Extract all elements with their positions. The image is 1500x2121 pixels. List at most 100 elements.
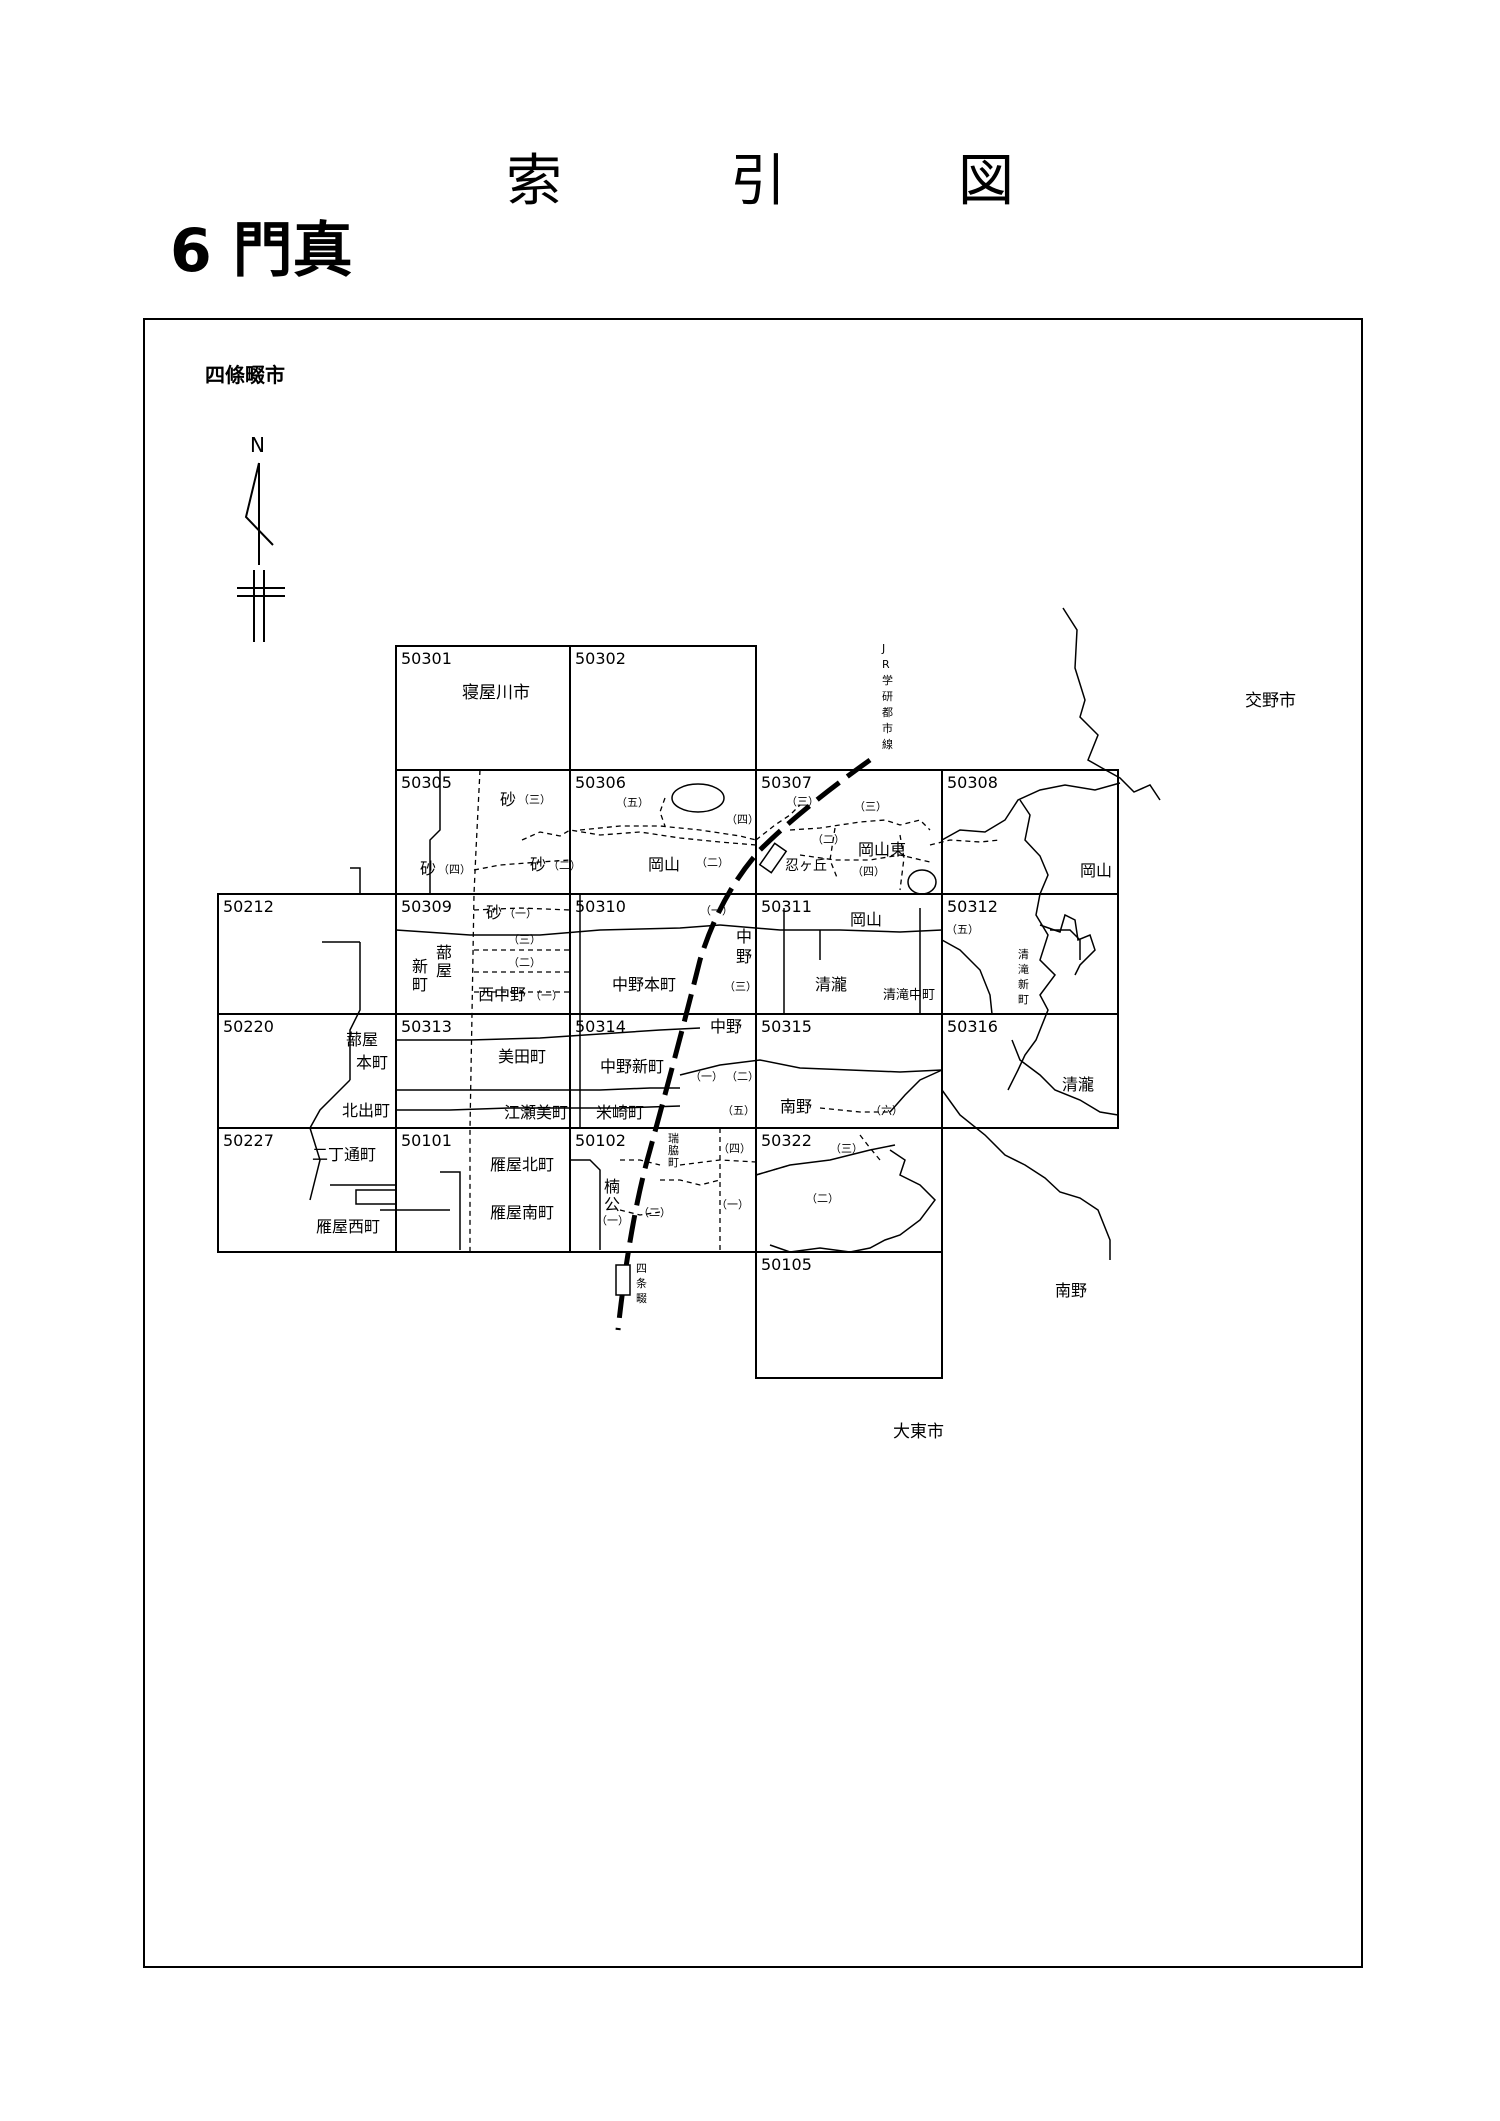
title-char-1: 索 <box>506 149 562 214</box>
sheet-code-50212: 50212 <box>223 897 274 916</box>
town-nichome: 二丁通町 <box>312 1145 376 1164</box>
map-frame <box>143 318 1363 1968</box>
town-kariya-nishi: 雁屋西町 <box>316 1217 380 1236</box>
chome-label: （一） <box>504 907 537 920</box>
chome-label: （二） <box>812 833 845 846</box>
town-labels: 砂 （三） 砂 （四） 砂 （二） 砂 （一） （三） （二） （五） （四） … <box>312 790 1112 1236</box>
town-char: 脇 <box>668 1144 679 1157</box>
town-kiyotaki: 清瀧 <box>815 975 847 994</box>
sheet-code-50307: 50307 <box>761 773 812 792</box>
chome-label: （二） <box>806 1192 839 1205</box>
sheet-code-50322: 50322 <box>761 1131 812 1150</box>
sheet-code-50311: 50311 <box>761 897 812 916</box>
town-nakano-shinmachi: 中野新町 <box>600 1057 664 1076</box>
town-line: 楠 <box>604 1177 620 1196</box>
title-char-2: 引 <box>730 149 786 214</box>
town-okayama-higashi: 岡山東 <box>858 840 906 859</box>
town-char: 新 <box>412 957 428 976</box>
sheet-code-50227: 50227 <box>223 1131 274 1150</box>
rail-line-char: J <box>881 642 885 655</box>
town-line: 本町 <box>356 1053 388 1072</box>
town-char: 町 <box>668 1156 679 1169</box>
town-suna-4: 砂 <box>420 859 436 878</box>
town-char: 中 <box>736 927 752 946</box>
chome-label: （六） <box>870 1104 903 1117</box>
town-nanno: 南野 <box>780 1097 812 1116</box>
town-esemi: 江瀬美町 <box>504 1103 568 1122</box>
chome-label: （二） <box>508 956 541 969</box>
town-nakano-hommachi: 中野本町 <box>612 975 676 994</box>
rail-line-char: 学 <box>882 673 893 687</box>
station-label-shijonawate: 四条畷 <box>636 1262 647 1305</box>
chome-label: （二） <box>548 859 581 872</box>
town-okayama-east-sheet: 岡山 <box>1080 861 1112 880</box>
sheet-code-50309: 50309 <box>401 897 452 916</box>
city-label-neyagawa: 寝屋川市 <box>462 682 530 703</box>
town-char: 屋 <box>436 961 452 980</box>
chome-label: （三） <box>854 800 887 813</box>
town-mitacho: 美田町 <box>498 1047 546 1066</box>
chome-label: （二） <box>696 856 729 869</box>
chome-label: （三） <box>786 795 819 808</box>
town-yonezaki: 米崎町 <box>596 1103 644 1122</box>
title-char-3: 図 <box>958 149 1014 214</box>
sheet-code-50315: 50315 <box>761 1017 812 1036</box>
sheet-code-50302: 50302 <box>575 649 626 668</box>
town-line: 公 <box>604 1195 620 1214</box>
station-shijonawate-icon <box>615 1264 631 1296</box>
rail-line-char: 市 <box>882 721 893 735</box>
town-suna-2: 砂 <box>530 855 546 874</box>
chome-label: （三） <box>724 980 757 993</box>
chome-label: （一） <box>690 1070 723 1083</box>
rail-line-char: 研 <box>882 690 893 703</box>
town-char: 清 <box>1018 948 1029 961</box>
sheet-50316[interactable] <box>941 1013 1119 1129</box>
town-kusunoki: 楠公 <box>604 1177 620 1214</box>
chome-label: （三） <box>518 793 551 806</box>
sheet-code-50102: 50102 <box>575 1131 626 1150</box>
town-char: 蔀 <box>436 943 452 962</box>
north-label: N <box>250 433 265 457</box>
sheet-code-50308: 50308 <box>947 773 998 792</box>
sheet-code-50301: 50301 <box>401 649 452 668</box>
chome-label: （四） <box>718 1142 751 1155</box>
sheet-code-50305: 50305 <box>401 773 452 792</box>
station-label-shinobugaoka: 忍ヶ丘 <box>785 858 827 874</box>
station-char: 畷 <box>636 1292 647 1305</box>
sheet-code-50105: 50105 <box>761 1255 812 1274</box>
rail-line-char: 都 <box>882 706 893 719</box>
sheet-code-50310: 50310 <box>575 897 626 916</box>
rail-line-char: R <box>882 658 890 671</box>
chome-label: （一） <box>530 989 563 1002</box>
town-suna-3: 砂 <box>500 790 516 809</box>
town-nishinakano: 西中野 <box>478 985 526 1004</box>
pond-shapes <box>355 783 937 1205</box>
city-label-daito: 大東市 <box>893 1422 944 1442</box>
rail-line-char: 線 <box>882 737 893 751</box>
chome-label: （一） <box>716 1198 749 1211</box>
sheet-code-50313: 50313 <box>401 1017 452 1036</box>
chome-label: （二） <box>726 1070 759 1083</box>
town-char: 野 <box>736 947 752 966</box>
town-kariya-minami: 雁屋南町 <box>490 1203 554 1222</box>
town-char: 町 <box>1018 993 1029 1006</box>
sheet-code-50312: 50312 <box>947 897 998 916</box>
station-char: 条 <box>636 1276 647 1290</box>
town-nakano: 中野 <box>710 1017 742 1036</box>
town-char: 滝 <box>1018 963 1029 976</box>
station-shinobugaoka-icon <box>758 842 788 874</box>
town-zuiwaki: 瑞脇町 <box>668 1131 679 1169</box>
city-label-katano: 交野市 <box>1245 691 1296 711</box>
sheet-grid <box>217 645 1119 1379</box>
chome-label: （三） <box>830 1142 863 1155</box>
sheet-code-50316: 50316 <box>947 1017 998 1036</box>
town-nakano-vertical: 中野 <box>736 927 752 966</box>
chome-boundaries <box>469 769 1001 1252</box>
sheet-code-50314: 50314 <box>575 1017 626 1036</box>
town-suna-1: 砂 <box>486 903 502 922</box>
chome-label: （四） <box>852 865 885 878</box>
